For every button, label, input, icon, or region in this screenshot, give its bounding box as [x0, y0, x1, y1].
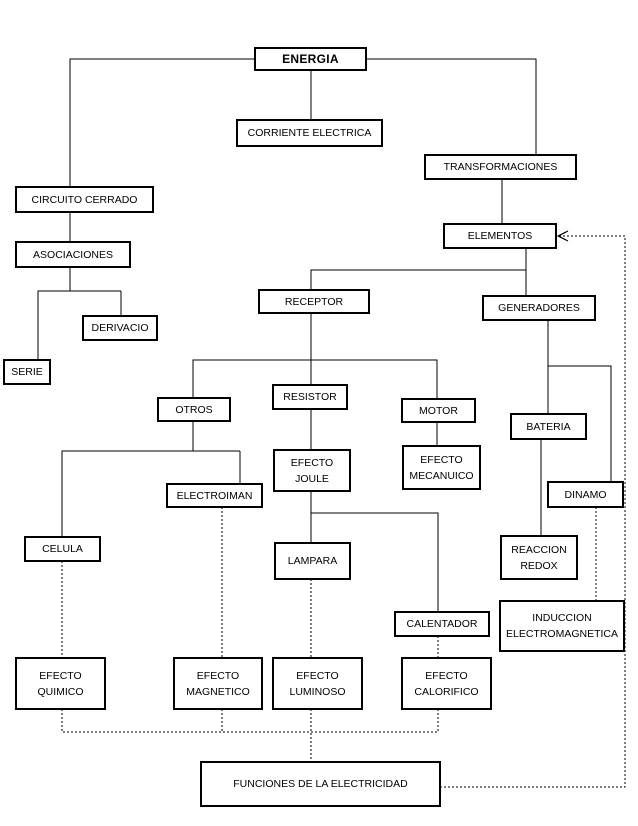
node-efecto-quimico: EFECTO QUIMICO	[15, 657, 106, 710]
node-efecto-mecanico: EFECTO MECANUICO	[402, 445, 481, 490]
dashed-efectos-join	[61, 709, 439, 733]
node-circuito-cerrado: CIRCUITO CERRADO	[15, 186, 154, 213]
node-elementos: ELEMENTOS	[443, 223, 557, 249]
node-efecto-luminoso: EFECTO LUMINOSO	[272, 657, 363, 710]
node-energia: ENERGIA	[254, 47, 367, 71]
node-reaccion-redox: REACCION REDOX	[500, 535, 578, 580]
node-transformaciones: TRANSFORMACIONES	[424, 154, 577, 180]
node-corriente-electrica: CORRIENTE ELECTRICA	[236, 119, 383, 147]
dashed-feedback-arrowhead	[556, 230, 569, 242]
connector-asociaciones-serie	[37, 290, 121, 360]
node-efecto-magnetico: EFECTO MAGNETICO	[173, 657, 263, 710]
node-dinamo: DINAMO	[547, 481, 624, 508]
node-receptor: RECEPTOR	[258, 289, 370, 314]
node-funciones-electricidad: FUNCIONES DE LA ELECTRICIDAD	[200, 761, 441, 807]
node-derivacio: DERIVACIO	[82, 315, 158, 341]
connector-otros-celula	[61, 450, 240, 537]
node-motor: MOTOR	[401, 398, 476, 423]
dashed-feedback-loop	[440, 236, 626, 788]
node-celula: CELULA	[24, 536, 101, 562]
connector-energia-transformaciones	[367, 58, 537, 155]
node-efecto-joule: EFECTO JOULE	[273, 449, 351, 492]
connector-receptor-otros	[192, 359, 311, 398]
connector-elementos-receptor	[310, 248, 527, 290]
node-induccion-electromagnetica: INDUCCION ELECTROMAGNETICA	[499, 600, 625, 652]
node-bateria: BATERIA	[510, 413, 587, 440]
connector-joule-calentador	[311, 512, 439, 612]
node-electroiman: ELECTROIMAN	[166, 483, 263, 508]
node-lampara: LAMPARA	[274, 542, 351, 580]
connector-energia-circuito	[69, 58, 254, 187]
node-resistor: RESISTOR	[272, 384, 348, 410]
node-generadores: GENERADORES	[482, 295, 596, 321]
node-calentador: CALENTADOR	[394, 611, 490, 637]
node-otros: OTROS	[157, 397, 231, 422]
connector-generadores-dinamo	[548, 365, 612, 482]
node-asociaciones: ASOCIACIONES	[15, 241, 131, 268]
connector-receptor-motor	[311, 359, 438, 399]
node-serie: SERIE	[3, 359, 51, 385]
node-efecto-calorifico: EFECTO CALORIFICO	[401, 657, 492, 710]
